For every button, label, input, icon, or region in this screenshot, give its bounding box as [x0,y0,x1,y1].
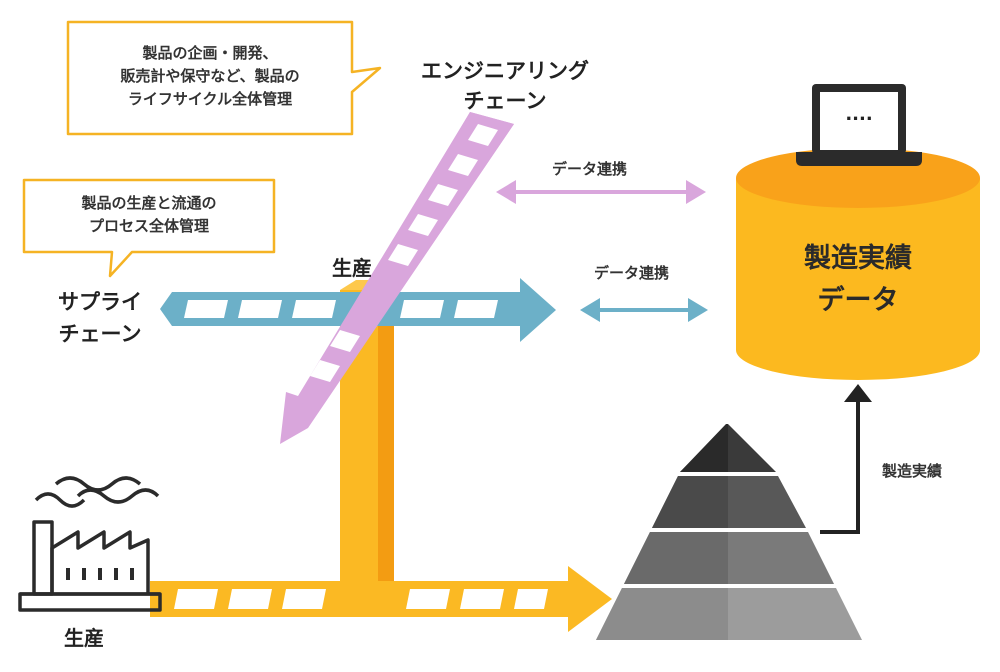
engineering-chain-label-line-1: エンジニアリング [421,59,589,83]
callout-engineering-line-3: ライフサイクル全体管理 [127,90,293,108]
laptop-icon [796,84,922,166]
data-link-arrow-pink [496,180,706,204]
production-factory-label: 生産 [64,626,104,650]
pyramid-icon [596,424,862,640]
data-link-label-1: データ連携 [552,160,628,178]
supply-chain-label-line-1: サプライ [58,290,142,314]
production-pillar-label: 生産 [332,256,372,280]
database-label: 製造実績 データ [736,238,980,322]
callout-supply [22,178,276,278]
database-label-line-1: 製造実績 [804,243,912,274]
engineering-chain-label: エンジニアリング チェーン [400,56,610,116]
factory-icon [18,476,162,612]
callout-engineering [66,20,382,136]
supply-chain-label: サプライ チェーン [40,286,160,350]
callout-supply-text: 製品の生産と流通の プロセス全体管理 [24,192,274,238]
laptop-screen-text: .... [845,104,873,125]
engineering-chain-arrow [280,112,514,444]
callout-supply-line-2: プロセス全体管理 [88,217,209,235]
callout-engineering-text: 製品の企画・開発、 販売計や保守など、製品の ライフサイクル全体管理 [68,42,352,111]
data-link-arrow-blue [580,298,708,322]
callout-engineering-line-1: 製品の企画・開発、 [142,44,278,62]
mfg-record-label: 製造実績 [882,462,943,480]
callout-supply-line-1: 製品の生産と流通の [81,194,217,212]
engineering-chain-label-line-2: チェーン [463,89,547,113]
supply-chain-label-line-2: チェーン [58,322,142,346]
callout-engineering-line-2: 販売計や保守など、製品の [120,67,300,85]
mfg-record-arrow [820,384,872,534]
database-label-line-2: データ [817,285,899,316]
production-flow-arrow [150,566,612,632]
data-link-label-2: データ連携 [594,264,670,282]
